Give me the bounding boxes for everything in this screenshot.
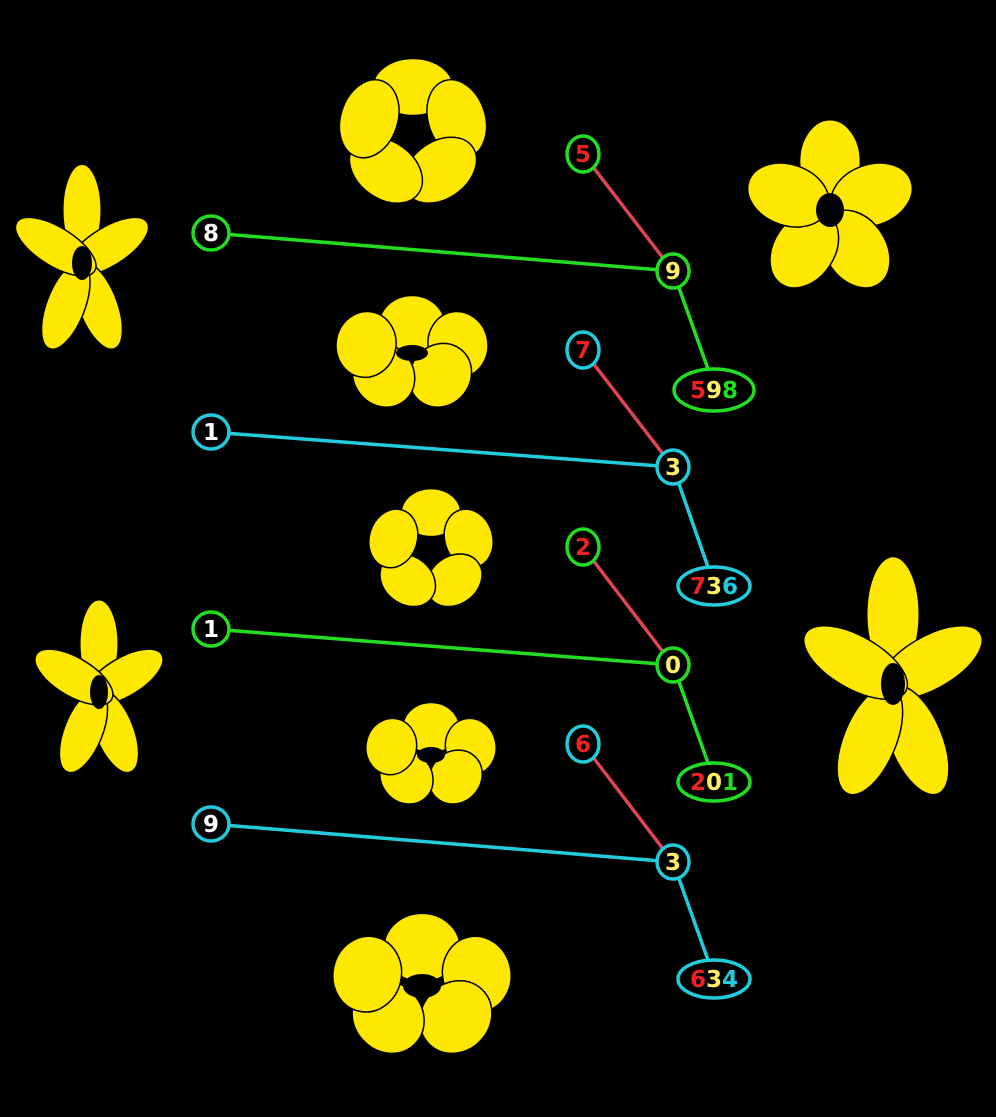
side-digit-node (191, 413, 231, 451)
red-digit-label: 2 (575, 535, 591, 561)
flower-petal (365, 717, 418, 776)
result-digit: 8 (722, 378, 738, 404)
red-digit-node (565, 330, 601, 370)
flower-top-center (338, 57, 488, 204)
flower-lower-center (365, 701, 497, 805)
side-digit-label: 1 (203, 420, 219, 446)
result-label: 736 (690, 574, 738, 600)
result-node (676, 565, 752, 607)
side-link (210, 430, 674, 469)
side-digit-label: 9 (203, 812, 219, 838)
result-digit: 3 (706, 574, 722, 600)
flower-bottom-center (332, 912, 512, 1055)
result-label: 201 (690, 770, 738, 796)
result-digit: 9 (706, 378, 722, 404)
red-digit-node (565, 724, 601, 764)
result-digit: 1 (722, 770, 738, 796)
side-digit-node (191, 610, 231, 648)
result-digit: 4 (722, 967, 738, 993)
side-link (210, 231, 674, 273)
red-digit-label: 5 (575, 142, 591, 168)
flower-petal (332, 935, 403, 1013)
side-digit-node (191, 805, 231, 843)
red-link (581, 348, 675, 469)
result-label: 634 (690, 967, 738, 993)
result-digit: 5 (690, 378, 706, 404)
flower-right-lower (802, 555, 984, 796)
red-digit-node (565, 527, 601, 567)
result-digit: 2 (690, 770, 706, 796)
side-digit-node (191, 214, 231, 252)
red-link (581, 742, 675, 864)
flower-center (72, 246, 92, 280)
middle-digit-node (655, 646, 691, 684)
flower-top-right (746, 119, 914, 289)
flower-top-left (14, 163, 150, 350)
red-digit-label: 6 (575, 732, 591, 758)
middle-digit-node (655, 252, 691, 290)
middle-digit-label: 3 (665, 850, 681, 876)
result-node (672, 367, 756, 413)
flower-center-small (368, 487, 494, 608)
side-link (210, 822, 674, 864)
red-digit-node (565, 134, 601, 174)
result-digit: 7 (690, 574, 706, 600)
flower-left-lower (34, 598, 164, 774)
result-label: 598 (690, 378, 738, 404)
flower-center (396, 121, 430, 145)
flower-center (881, 663, 905, 705)
flower-petal (368, 508, 419, 569)
result-node (676, 761, 752, 803)
middle-digit-label: 9 (665, 259, 681, 285)
middle-digit-node (655, 448, 691, 486)
side-digit-label: 1 (203, 617, 219, 643)
flower-center (396, 345, 428, 361)
result-digit: 6 (690, 967, 706, 993)
middle-digit-node (655, 843, 691, 881)
red-digit-label: 7 (575, 338, 591, 364)
result-digit: 0 (706, 770, 722, 796)
side-digit-label: 8 (203, 221, 219, 247)
flowers-layer (14, 57, 984, 1055)
flower-petal (335, 310, 397, 379)
side-link (210, 627, 674, 667)
flower-center (418, 539, 444, 561)
result-digit: 6 (722, 574, 738, 600)
flower-center (417, 747, 445, 763)
red-link (581, 152, 675, 273)
flower-center (90, 675, 108, 709)
flower-center-wide (335, 294, 489, 408)
red-link (581, 545, 675, 667)
result-digit: 3 (706, 967, 722, 993)
flower-petal (338, 78, 400, 159)
result-node (676, 958, 752, 1000)
middle-digit-label: 0 (665, 653, 681, 679)
flower-center (816, 193, 844, 227)
middle-digit-label: 3 (665, 455, 681, 481)
flower-center (403, 974, 441, 998)
